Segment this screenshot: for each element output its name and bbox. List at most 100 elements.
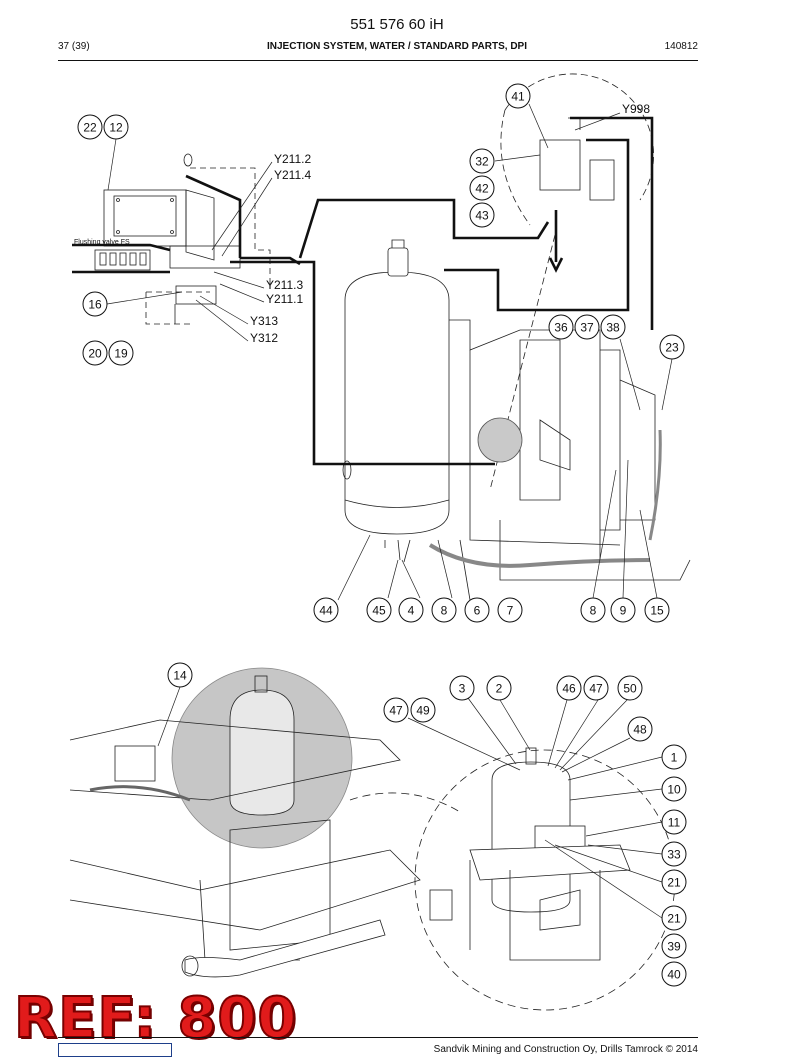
callout-circle — [77, 114, 103, 140]
callout-c37: 37 — [574, 314, 600, 340]
callout-c46: 46 — [556, 675, 582, 701]
callout-c23: 23 — [659, 334, 685, 360]
callout-circle — [661, 905, 687, 931]
callout-number: 19 — [114, 347, 128, 361]
callout-c36: 36 — [548, 314, 574, 340]
callout-c9: 9 — [610, 597, 636, 623]
callout-circle — [627, 716, 653, 742]
page-number: 37 (39) — [58, 41, 90, 52]
callout-c7: 7 — [497, 597, 523, 623]
callout-number: 3 — [459, 682, 466, 696]
callout-number: 42 — [475, 182, 489, 196]
callout-c21b: 21 — [661, 905, 687, 931]
callout-number: 48 — [633, 723, 647, 737]
callout-number: 15 — [650, 604, 664, 618]
callout-number: 1 — [671, 751, 678, 765]
callout-circle — [600, 314, 626, 340]
callout-number: 9 — [620, 604, 627, 618]
callout-circle — [449, 675, 475, 701]
callout-c33: 33 — [661, 841, 687, 867]
callout-circle — [661, 776, 687, 802]
callout-circle — [469, 148, 495, 174]
callout-c3: 3 — [449, 675, 475, 701]
callout-number: 10 — [667, 783, 681, 797]
callout-circle — [398, 597, 424, 623]
callout-c1: 1 — [661, 744, 687, 770]
callout-circle — [548, 314, 574, 340]
callout-c40: 40 — [661, 961, 687, 987]
callout-number: 21 — [667, 912, 681, 926]
footer-rule — [58, 1037, 698, 1038]
document-number: 551 576 60 iH — [350, 16, 444, 33]
callout-number: 8 — [590, 604, 597, 618]
callout-c41: 41 — [505, 83, 531, 109]
ref-stamp: REF: 800 — [13, 985, 298, 1052]
callout-circle — [574, 314, 600, 340]
callout-c8b: 8 — [580, 597, 606, 623]
callout-number: 38 — [606, 321, 620, 335]
label-y2114: Y211.4 — [274, 168, 311, 182]
callout-circle — [661, 841, 687, 867]
callout-number: 23 — [665, 341, 679, 355]
callout-c45: 45 — [366, 597, 392, 623]
callout-circle — [610, 597, 636, 623]
callout-number: 6 — [474, 604, 481, 618]
callout-c15: 15 — [644, 597, 670, 623]
callout-number: 7 — [507, 604, 514, 618]
callout-number: 11 — [668, 816, 681, 830]
bottom-diagram-artwork — [69, 667, 676, 1011]
label-y312: Y312 — [250, 331, 278, 345]
callout-number: 4 — [408, 604, 415, 618]
callout-c12: 12 — [103, 114, 129, 140]
sandvik-logo — [58, 1043, 172, 1057]
callout-circle — [583, 675, 609, 701]
callout-number: 46 — [562, 682, 576, 696]
callout-number: 16 — [88, 298, 102, 312]
label-y2112: Y211.2 — [274, 152, 311, 166]
label-y998: Y998 — [622, 102, 650, 116]
top-leader-lines — [106, 103, 673, 601]
callout-circle — [661, 961, 687, 987]
label-y2113: Y211.3 — [266, 278, 303, 292]
callout-number: 43 — [475, 209, 489, 223]
callout-c39: 39 — [661, 933, 687, 959]
callout-number: 14 — [173, 669, 187, 683]
callout-c6: 6 — [464, 597, 490, 623]
callout-number: 21 — [667, 876, 681, 890]
callout-c14: 14 — [167, 662, 193, 688]
callout-circle — [661, 809, 687, 835]
top-diagram-artwork — [72, 73, 691, 601]
callout-circle — [103, 114, 129, 140]
callout-circle — [556, 675, 582, 701]
callout-c43: 43 — [469, 202, 495, 228]
callout-c22: 22 — [77, 114, 103, 140]
callout-circle — [383, 697, 409, 723]
callout-circle — [617, 675, 643, 701]
label-y2111: Y211.1 — [266, 292, 303, 306]
callout-circle — [108, 340, 134, 366]
callout-circle — [505, 83, 531, 109]
callout-c49: 49 — [410, 697, 436, 723]
callout-number: 45 — [372, 604, 386, 618]
callout-circle — [366, 597, 392, 623]
callout-c4: 4 — [398, 597, 424, 623]
bottom-leader-lines — [157, 686, 663, 919]
callout-c8a: 8 — [431, 597, 457, 623]
flushing-valve-label: Flushing valve FS — [74, 239, 130, 246]
label-y313: Y313 — [250, 314, 278, 328]
callout-number: 32 — [475, 155, 489, 169]
callout-number: 33 — [667, 848, 681, 862]
callout-c20: 20 — [82, 340, 108, 366]
callout-c2: 2 — [486, 675, 512, 701]
section-title: INJECTION SYSTEM, WATER / STANDARD PARTS… — [266, 41, 527, 52]
callout-circle — [464, 597, 490, 623]
callout-circle — [659, 334, 685, 360]
callout-c21a: 21 — [661, 869, 687, 895]
date-code: 140812 — [664, 41, 698, 52]
callout-circle — [469, 175, 495, 201]
callout-c50: 50 — [617, 675, 643, 701]
callout-number: 47 — [389, 704, 403, 718]
